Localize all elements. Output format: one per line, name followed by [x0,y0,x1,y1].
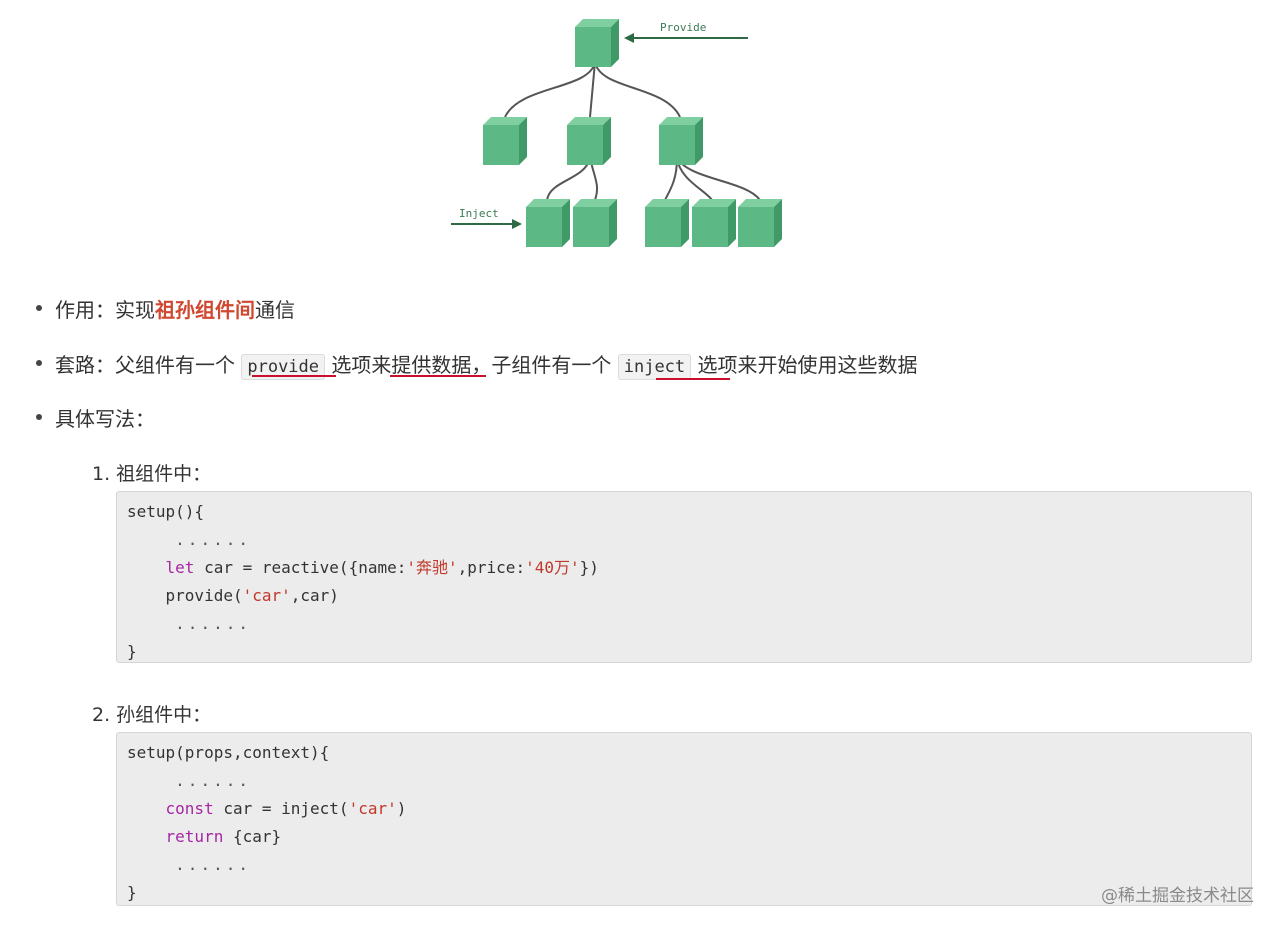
purpose-highlight: 祖孙组件间 [155,298,255,322]
tree-edge [504,61,596,118]
bullet-dot [36,414,42,420]
code-line: let car = reactive({name:'奔驰',price:'40万… [165,558,599,577]
inject-code: inject [617,354,692,380]
pattern-text-1: 套路：父组件有一个 [55,353,235,377]
grandchild-node [573,199,617,247]
handwritten-underline [656,378,730,380]
code-block-descendant: setup(props,context){ ...... const car =… [116,732,1252,906]
tree-edge [594,61,681,118]
purpose-suffix: 通信 [255,298,295,322]
child-node [567,117,611,165]
bullet-pattern: 套路：父组件有一个 provide 选项来提供数据，子组件有一个 inject … [36,349,918,380]
code-line: provide('car',car) [165,586,339,605]
code-line: setup(props,context){ [127,743,330,762]
grandchild-node [738,199,782,247]
inject-label: Inject [459,207,499,220]
code-line: ...... [175,614,251,633]
code-line: } [127,642,137,661]
bullet-purpose: 作用：实现祖孙组件间通信 [36,294,295,323]
code-line: setup(){ [127,502,205,521]
bullet-dot [36,360,42,366]
pattern-text-2: 选项来提供数据，子组件有一个 [331,353,612,377]
grandchild-node [645,199,689,247]
watermark: @稀土掘金技术社区 [1101,886,1254,906]
step-2-label: 2. 孙组件中： [92,704,212,726]
grandchild-node [692,199,736,247]
code-line: } [127,883,137,902]
code-line: return {car} [165,827,282,846]
code-line: ...... [175,855,251,874]
code-block-ancestor: setup(){ ...... let car = reactive({name… [116,491,1252,663]
bullet-usage: 具体写法： [36,403,155,432]
child-node [483,117,527,165]
child-node [659,117,703,165]
purpose-prefix: 作用：实现 [55,298,155,322]
provide-inject-tree-diagram: Provide Inject [451,19,782,247]
code-line: ...... [175,530,251,549]
root-node [575,19,619,67]
handwritten-underline [252,375,336,377]
usage-text: 具体写法： [55,407,155,431]
bullet-dot [36,305,42,311]
handwritten-underline [390,375,486,377]
grandchild-node [526,199,570,247]
provide-label: Provide [660,21,706,34]
pattern-text-3: 选项来开始使用这些数据 [697,353,918,377]
code-line: ...... [175,771,251,790]
step-1-label: 1. 祖组件中： [92,463,212,485]
code-line: const car = inject('car') [165,799,407,818]
tree-edge [589,61,596,118]
inject-arrowhead [512,219,522,229]
provide-arrowhead [624,33,634,43]
